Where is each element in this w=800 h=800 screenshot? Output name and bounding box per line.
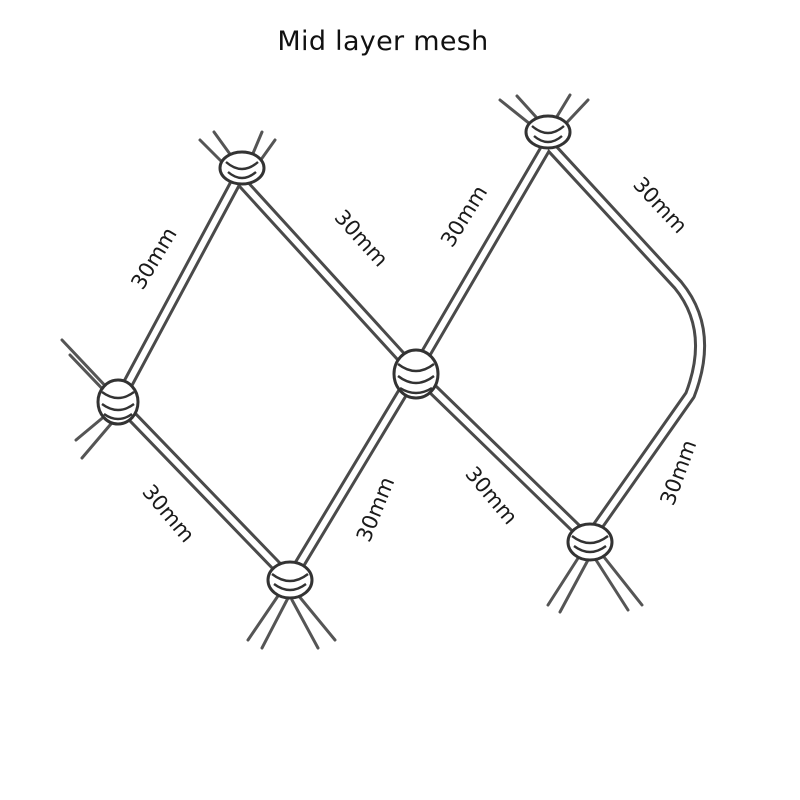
- knot-bottom-right: [566, 522, 614, 562]
- diagram-title: Mid layer mesh: [277, 26, 489, 57]
- knot-top-right: [524, 114, 572, 150]
- knot-center: [392, 348, 440, 400]
- label-lower-right-right: 30mm: [656, 437, 702, 509]
- wire-tails: [60, 93, 644, 650]
- label-lower-left-right: 30mm: [352, 474, 400, 546]
- label-upper-left-left: 30mm: [126, 223, 181, 293]
- label-upper-left-right: 30mm: [330, 205, 393, 271]
- knot-top-left: [218, 150, 266, 186]
- label-lower-left-left: 30mm: [137, 480, 199, 547]
- label-upper-right-left: 30mm: [436, 181, 492, 251]
- label-upper-right-right: 30mm: [628, 172, 692, 238]
- knot-bottom-left: [266, 560, 314, 600]
- knot-left: [96, 378, 140, 426]
